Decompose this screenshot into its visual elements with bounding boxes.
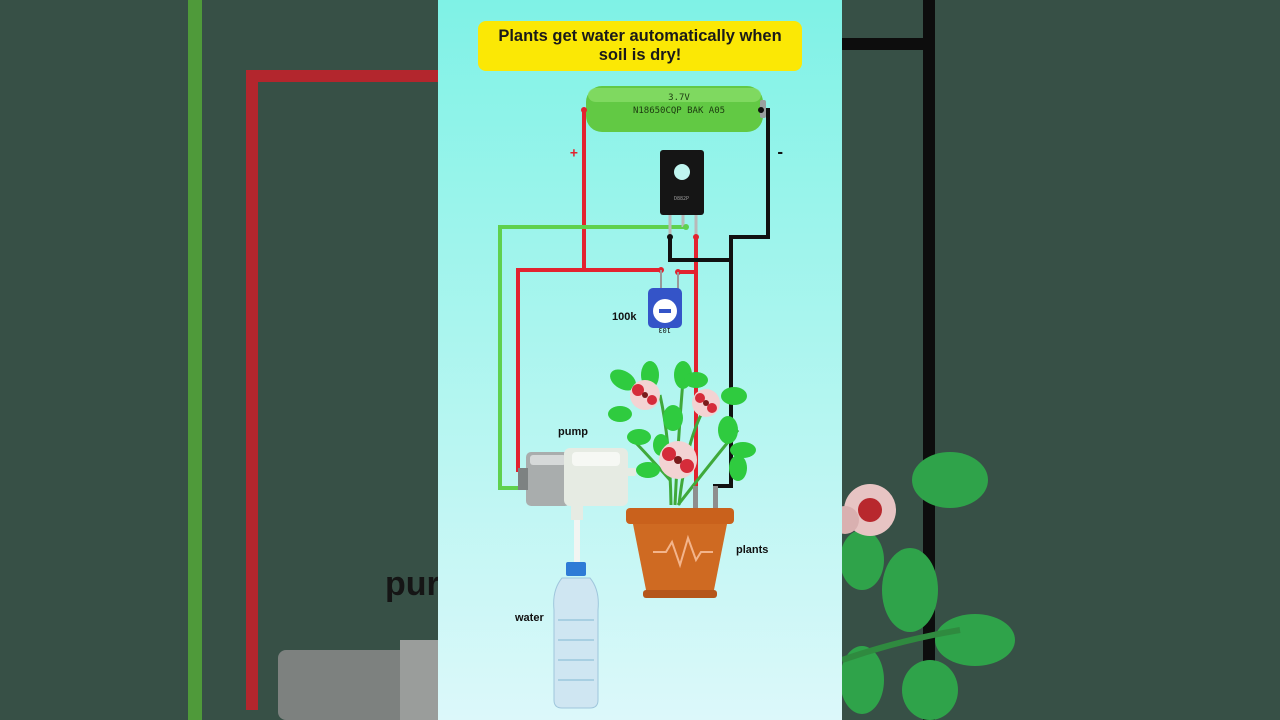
transistor: D882P xyxy=(660,150,704,237)
soil-probe xyxy=(693,486,698,512)
negative-sign: - xyxy=(776,145,784,161)
circuit-diagram: 3.7V N18650CQP BAK A05 + - D882P 103 xyxy=(498,86,784,709)
diagram-panel: Plants get water automatically when soil… xyxy=(438,0,842,720)
water-pump xyxy=(518,448,636,565)
positive-sign: + xyxy=(570,146,578,161)
pump-label: pump xyxy=(558,426,588,438)
plant-pot xyxy=(626,508,734,598)
plant xyxy=(608,361,756,506)
wire-signal xyxy=(498,225,686,490)
resistor-label: 100k xyxy=(612,311,637,323)
page-title: Plants get water automatically when soil… xyxy=(478,21,802,71)
potentiometer: 103 xyxy=(648,270,682,334)
svg-text:D882P: D882P xyxy=(674,196,689,202)
flower xyxy=(692,389,720,417)
flower xyxy=(630,380,660,410)
background-partial-label: pur xyxy=(385,565,440,603)
battery: 3.7V N18650CQP BAK A05 xyxy=(586,86,766,132)
flower xyxy=(659,441,697,479)
water-label: water xyxy=(515,612,544,624)
soil-probe xyxy=(713,486,718,512)
water-bottle xyxy=(553,562,599,709)
battery-voltage: 3.7V xyxy=(668,93,690,103)
battery-model: N18650CQP BAK A05 xyxy=(633,106,725,116)
potentiometer-marking: 103 xyxy=(658,326,671,334)
plants-label: plants xyxy=(736,544,769,556)
